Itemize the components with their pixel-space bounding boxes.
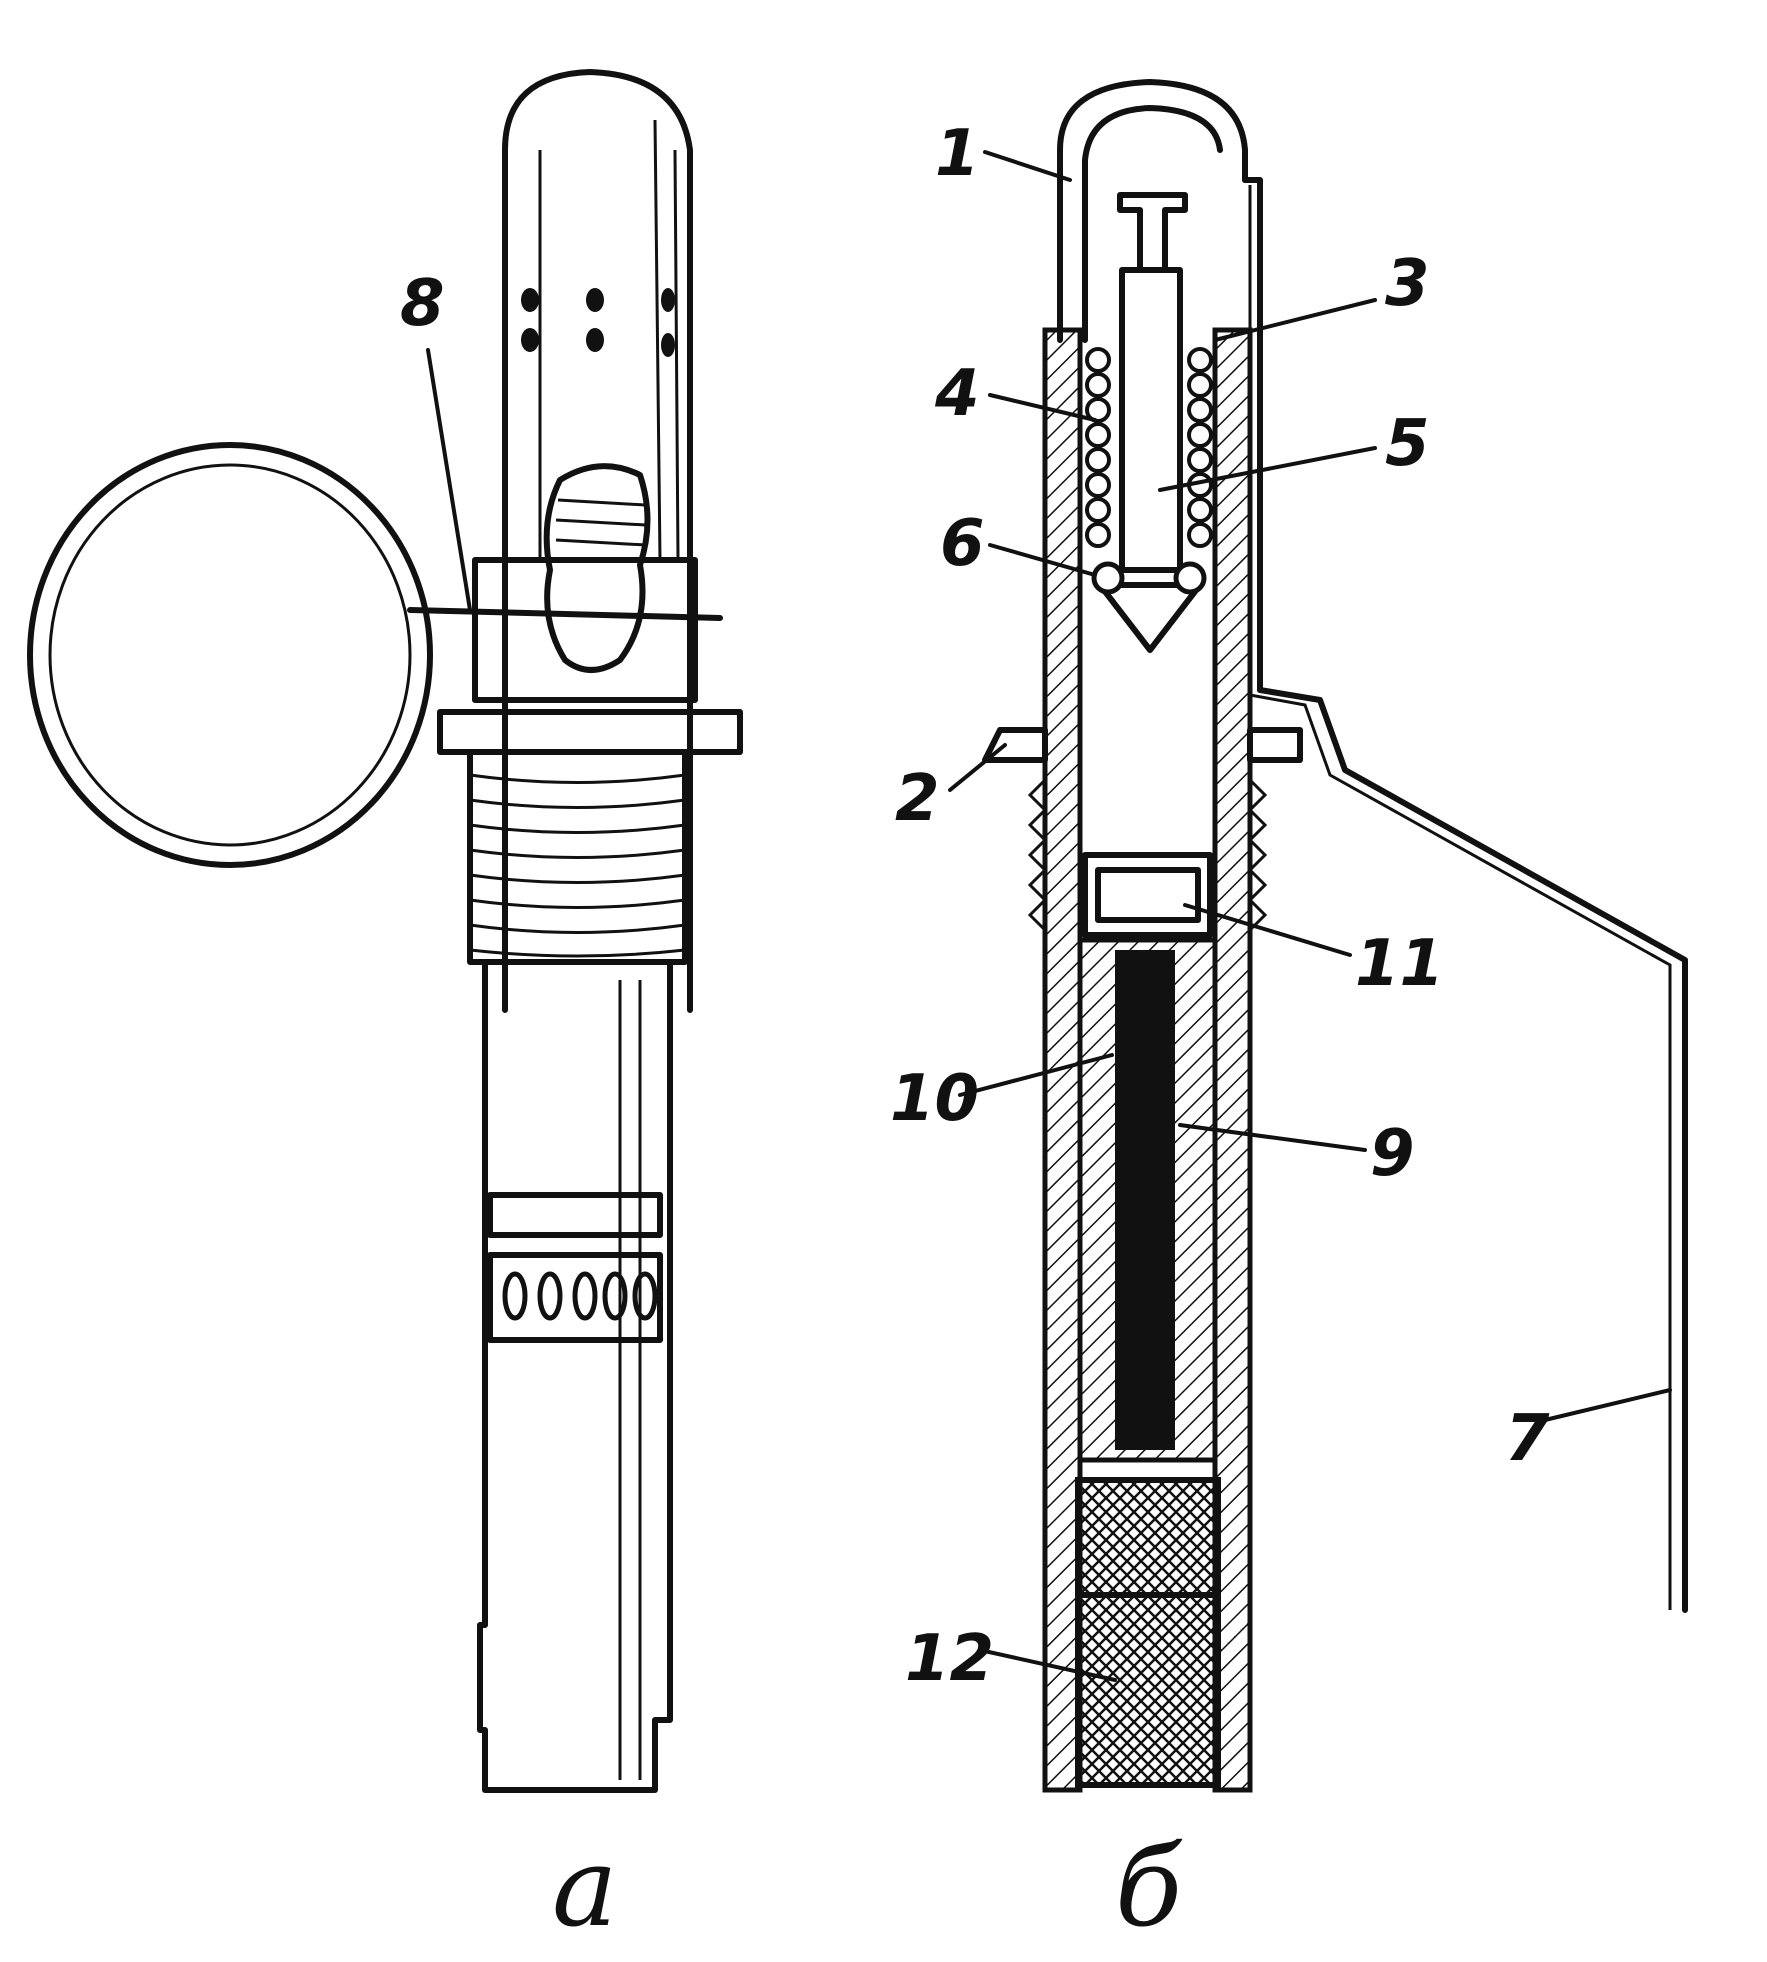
- label-9: 9: [1370, 1117, 1415, 1191]
- label-1: 1: [935, 117, 980, 191]
- view-b-section: 1 2 3 4 5 6 7 9 10 11 12 б: [890, 79, 1688, 1951]
- label-12: 12: [905, 1622, 994, 1696]
- label-6: 6: [940, 507, 985, 581]
- caption-b: б: [1115, 1823, 1183, 1951]
- view-a-exterior: 8 а: [27, 69, 743, 1951]
- threaded-section: [467, 749, 688, 965]
- spring-left: [1085, 347, 1111, 548]
- spring-right: [1187, 347, 1213, 548]
- vent-holes: [521, 288, 675, 357]
- label-7: 7: [1505, 1402, 1550, 1476]
- label-11: 11: [1355, 927, 1444, 1001]
- label-8: 8: [400, 267, 445, 341]
- ring-holes: [502, 1271, 658, 1321]
- pull-ring: [27, 442, 723, 868]
- label-4: 4: [934, 357, 980, 431]
- caption-a: а: [552, 1823, 618, 1951]
- callouts: 1 2 3 4 5 6 7 9 10 11 12: [890, 117, 1672, 1696]
- label-5: 5: [1385, 407, 1430, 481]
- label-3: 3: [1385, 247, 1430, 321]
- label-2: 2: [895, 762, 940, 836]
- leader-8: [426, 348, 472, 612]
- label-10: 10: [890, 1062, 979, 1136]
